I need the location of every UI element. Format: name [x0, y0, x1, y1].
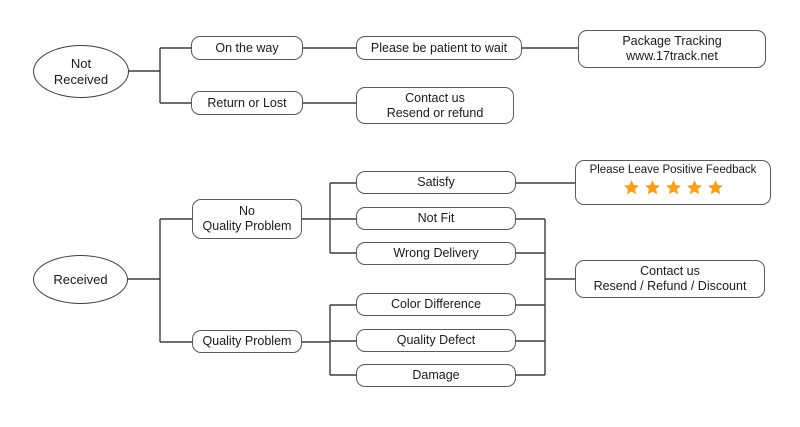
node-quality-problem-line-1: Quality Problem [202, 334, 292, 349]
node-wrong-delivery[interactable]: Wrong Delivery [356, 242, 516, 265]
node-please-leave-positive-feedback-line-1: Please Leave Positive Feedback [589, 164, 757, 176]
star-icon[interactable] [623, 179, 640, 196]
node-damage[interactable]: Damage [356, 364, 516, 387]
node-quality-problem[interactable]: Quality Problem [192, 330, 302, 353]
node-wrong-delivery-line-1: Wrong Delivery [393, 246, 479, 261]
start-node-received[interactable]: Received [33, 255, 128, 304]
node-package-tracking-line-1: Package Tracking [622, 34, 722, 49]
start-node-not-received-line-1: Not [70, 56, 92, 72]
node-contact-us-resend-or-refund-line-2: Resend or refund [386, 105, 484, 120]
node-return-or-lost[interactable]: Return or Lost [191, 91, 303, 115]
node-satisfy[interactable]: Satisfy [356, 171, 516, 194]
node-on-the-way[interactable]: On the way [191, 36, 303, 60]
node-please-be-patient-to-wait[interactable]: Please be patient to wait [356, 36, 522, 60]
node-return-or-lost-line-1: Return or Lost [207, 95, 287, 110]
node-not-fit-line-1: Not Fit [417, 211, 455, 226]
node-no-quality-problem-line-2: Quality Problem [202, 219, 292, 233]
node-no-quality-problem-line-1: No [239, 204, 255, 219]
node-contact-us-resend-or-refund-line-1: Contact us [405, 90, 465, 105]
node-please-leave-positive-feedback[interactable]: Please Leave Positive Feedback [575, 160, 771, 205]
node-satisfy-line-1: Satisfy [417, 175, 455, 190]
node-please-be-patient-to-wait-line-1: Please be patient to wait [370, 40, 508, 55]
star-icon[interactable] [665, 179, 682, 196]
star-icon[interactable] [707, 179, 724, 196]
star-icon[interactable] [644, 179, 661, 196]
node-contact-us-resend-refund-discount-line-2: Resend / Refund / Discount [593, 279, 747, 293]
node-color-difference[interactable]: Color Difference [356, 293, 516, 316]
node-quality-defect[interactable]: Quality Defect [356, 329, 516, 352]
node-color-difference-line-1: Color Difference [390, 297, 482, 312]
node-quality-defect-line-1: Quality Defect [396, 333, 476, 348]
start-node-not-received-line-2: Received [53, 71, 109, 87]
star-icon[interactable] [686, 179, 703, 196]
node-on-the-way-line-1: On the way [215, 40, 279, 55]
node-contact-us-resend-refund-discount-line-1: Contact us [640, 264, 700, 279]
start-node-received-line-1: Received [53, 271, 108, 287]
node-damage-line-1: Damage [412, 368, 460, 383]
node-package-tracking-line-2: www.17track.net [626, 49, 718, 63]
node-not-fit[interactable]: Not Fit [356, 207, 516, 230]
star-rating[interactable] [623, 179, 724, 196]
